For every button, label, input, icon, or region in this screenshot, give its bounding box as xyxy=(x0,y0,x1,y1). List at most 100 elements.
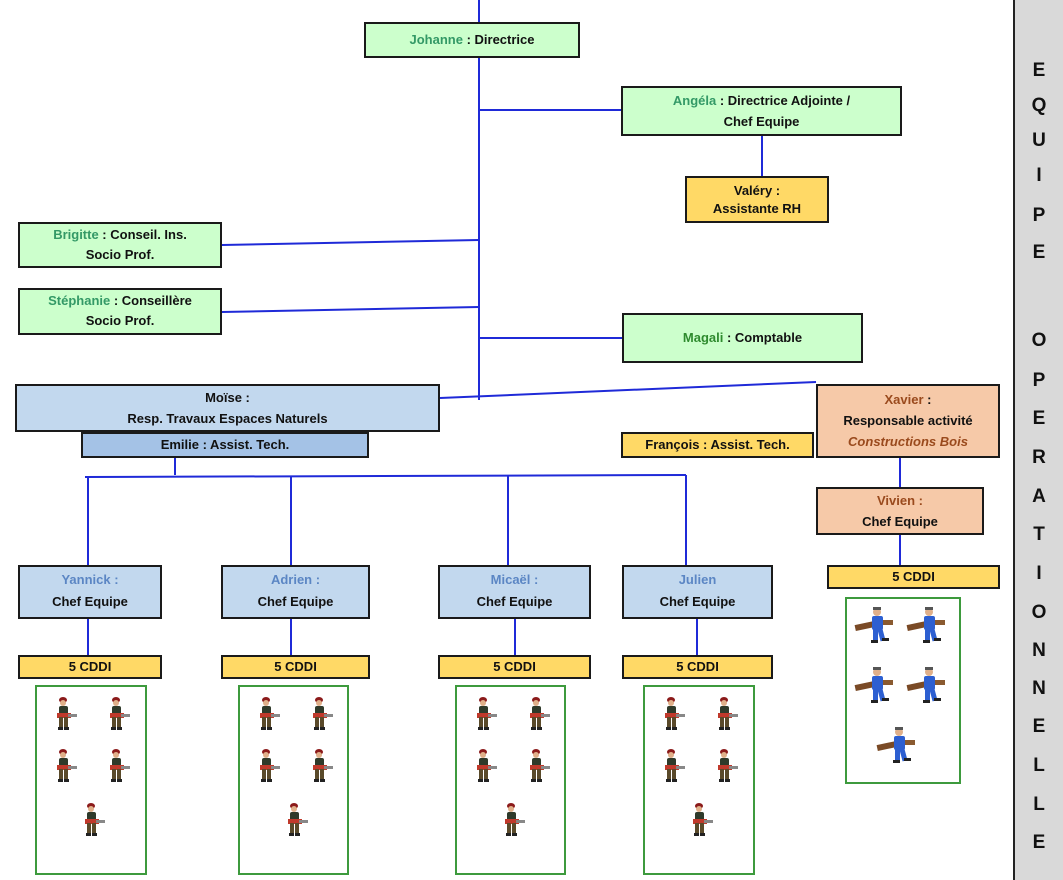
works-manager-role: Resp. Travaux Espaces Naturels xyxy=(127,411,328,426)
side-label-letter: Q xyxy=(1031,95,1047,116)
team-cddi-box-1: 5 CDDI xyxy=(18,655,162,679)
wood-cddi-box: 5 CDDI xyxy=(827,565,1000,589)
worker-figure-icon xyxy=(657,695,687,736)
hr-role: Assistante RH xyxy=(712,201,802,216)
side-label-letter: N xyxy=(1032,640,1046,661)
team-lead-2-role: Chef Equipe xyxy=(257,594,334,609)
side-label-letter: I xyxy=(1036,563,1042,584)
side-label-letter: L xyxy=(1033,794,1045,815)
worker-figure-icon xyxy=(497,801,527,842)
team-lead-3-role: Chef Equipe xyxy=(476,594,553,609)
team-lead-2-name: Adrien : xyxy=(270,572,321,587)
counselor-2-name: Stéphanie xyxy=(48,293,111,308)
worker-figure-icon xyxy=(77,801,107,842)
worker-figure-icon xyxy=(522,747,552,788)
wood-manager-role: Responsable activité xyxy=(843,413,973,428)
worker-figure-icon xyxy=(280,801,310,842)
worker-figure-icon xyxy=(685,801,715,842)
team-crew-group-4 xyxy=(643,685,755,875)
team-lead-4-role: Chef Equipe xyxy=(659,594,736,609)
worker-figure-icon xyxy=(49,695,79,736)
carpenter-figure-icon xyxy=(905,665,947,710)
side-label-letter: E xyxy=(1032,408,1046,429)
hr-name: Valéry : xyxy=(733,183,781,198)
carpenter-figure-icon xyxy=(875,725,917,770)
director-box: Johanne : Directrice xyxy=(364,22,580,58)
side-label-letter: E xyxy=(1032,832,1046,853)
team-crew-group-3 xyxy=(455,685,566,875)
side-label-letter: U xyxy=(1032,130,1046,151)
counselor-box-1: Brigitte : Conseil. Ins. Socio Prof. xyxy=(18,222,222,268)
team-crew-group-2 xyxy=(238,685,349,875)
side-label-letter: A xyxy=(1032,486,1046,507)
counselor-2-role-line2: Socio Prof. xyxy=(85,313,155,328)
wood-assistant-box: François : Assist. Tech. xyxy=(621,432,814,458)
team-cddi-2-label: 5 CDDI xyxy=(274,659,317,674)
deputy-name: Angéla xyxy=(672,93,717,108)
team-cddi-box-2: 5 CDDI xyxy=(221,655,370,679)
side-label-letter: E xyxy=(1032,242,1046,263)
worker-figure-icon xyxy=(252,747,282,788)
wood-manager-activity: Constructions Bois xyxy=(848,434,968,449)
worker-figure-icon xyxy=(49,747,79,788)
side-label-letter: P xyxy=(1032,205,1046,226)
team-lead-box-4: Julien Chef Equipe xyxy=(622,565,773,619)
wood-lead-name: Vivien : xyxy=(876,493,923,508)
side-label-letter: O xyxy=(1031,602,1047,623)
side-label-letter: O xyxy=(1031,330,1047,351)
hr-box: Valéry : Assistante RH xyxy=(685,176,829,223)
wood-crew-group xyxy=(845,597,961,784)
accountant-box: Magali : Comptable xyxy=(622,313,863,363)
worker-figure-icon xyxy=(657,747,687,788)
counselor-1-role-line2: Socio Prof. xyxy=(85,247,155,262)
team-lead-box-2: Adrien : Chef Equipe xyxy=(221,565,370,619)
team-cddi-box-4: 5 CDDI xyxy=(622,655,773,679)
side-label-letter: E xyxy=(1032,716,1046,737)
wood-lead-box: Vivien : Chef Equipe xyxy=(816,487,984,535)
wood-manager-box: Xavier : Responsable activité Constructi… xyxy=(816,384,1000,458)
team-lead-1-role: Chef Equipe xyxy=(52,594,128,609)
director-role: : Directrice xyxy=(462,32,535,47)
worker-figure-icon xyxy=(710,695,740,736)
team-lead-box-3: Micaël : Chef Equipe xyxy=(438,565,591,619)
worker-figure-icon xyxy=(469,747,499,788)
side-label-letter: I xyxy=(1036,165,1042,186)
worker-figure-icon xyxy=(102,747,132,788)
director-name: Johanne xyxy=(409,32,463,47)
counselor-2-role: : Conseillère xyxy=(110,293,192,308)
team-lead-1-name: Yannick : xyxy=(61,572,119,587)
works-manager-name: Moïse : xyxy=(205,390,250,405)
accountant-role: : Comptable xyxy=(723,330,803,345)
wood-assistant-label: François : Assist. Tech. xyxy=(645,437,790,452)
counselor-box-2: Stéphanie : Conseillère Socio Prof. xyxy=(18,288,222,335)
team-cddi-box-3: 5 CDDI xyxy=(438,655,591,679)
wood-cddi-label: 5 CDDI xyxy=(892,569,935,584)
counselor-1-name: Brigitte xyxy=(53,227,99,242)
carpenter-figure-icon xyxy=(853,665,895,710)
worker-figure-icon xyxy=(469,695,499,736)
works-assistant-box: Emilie : Assist. Tech. xyxy=(81,432,369,458)
team-lead-4-name: Julien xyxy=(678,572,717,587)
worker-figure-icon xyxy=(522,695,552,736)
team-cddi-4-label: 5 CDDI xyxy=(676,659,719,674)
deputy-role-line2: Chef Equipe xyxy=(723,114,800,129)
deputy-role: : Directrice Adjointe / xyxy=(716,93,851,108)
side-label-letter: L xyxy=(1033,755,1045,776)
team-cddi-3-label: 5 CDDI xyxy=(493,659,536,674)
worker-figure-icon xyxy=(305,747,335,788)
worker-figure-icon xyxy=(102,695,132,736)
side-label-letter: N xyxy=(1032,678,1046,699)
wood-manager-colon: : xyxy=(923,392,932,407)
side-label-letter: T xyxy=(1033,524,1045,545)
side-label-letter: R xyxy=(1032,447,1046,468)
carpenter-figure-icon xyxy=(853,605,895,650)
carpenter-figure-icon xyxy=(905,605,947,650)
worker-figure-icon xyxy=(710,747,740,788)
team-crew-group-1 xyxy=(35,685,147,875)
wood-manager-name: Xavier xyxy=(884,392,924,407)
wood-lead-role: Chef Equipe xyxy=(862,514,938,529)
deputy-box: Angéla : Directrice Adjointe / Chef Equi… xyxy=(621,86,902,136)
